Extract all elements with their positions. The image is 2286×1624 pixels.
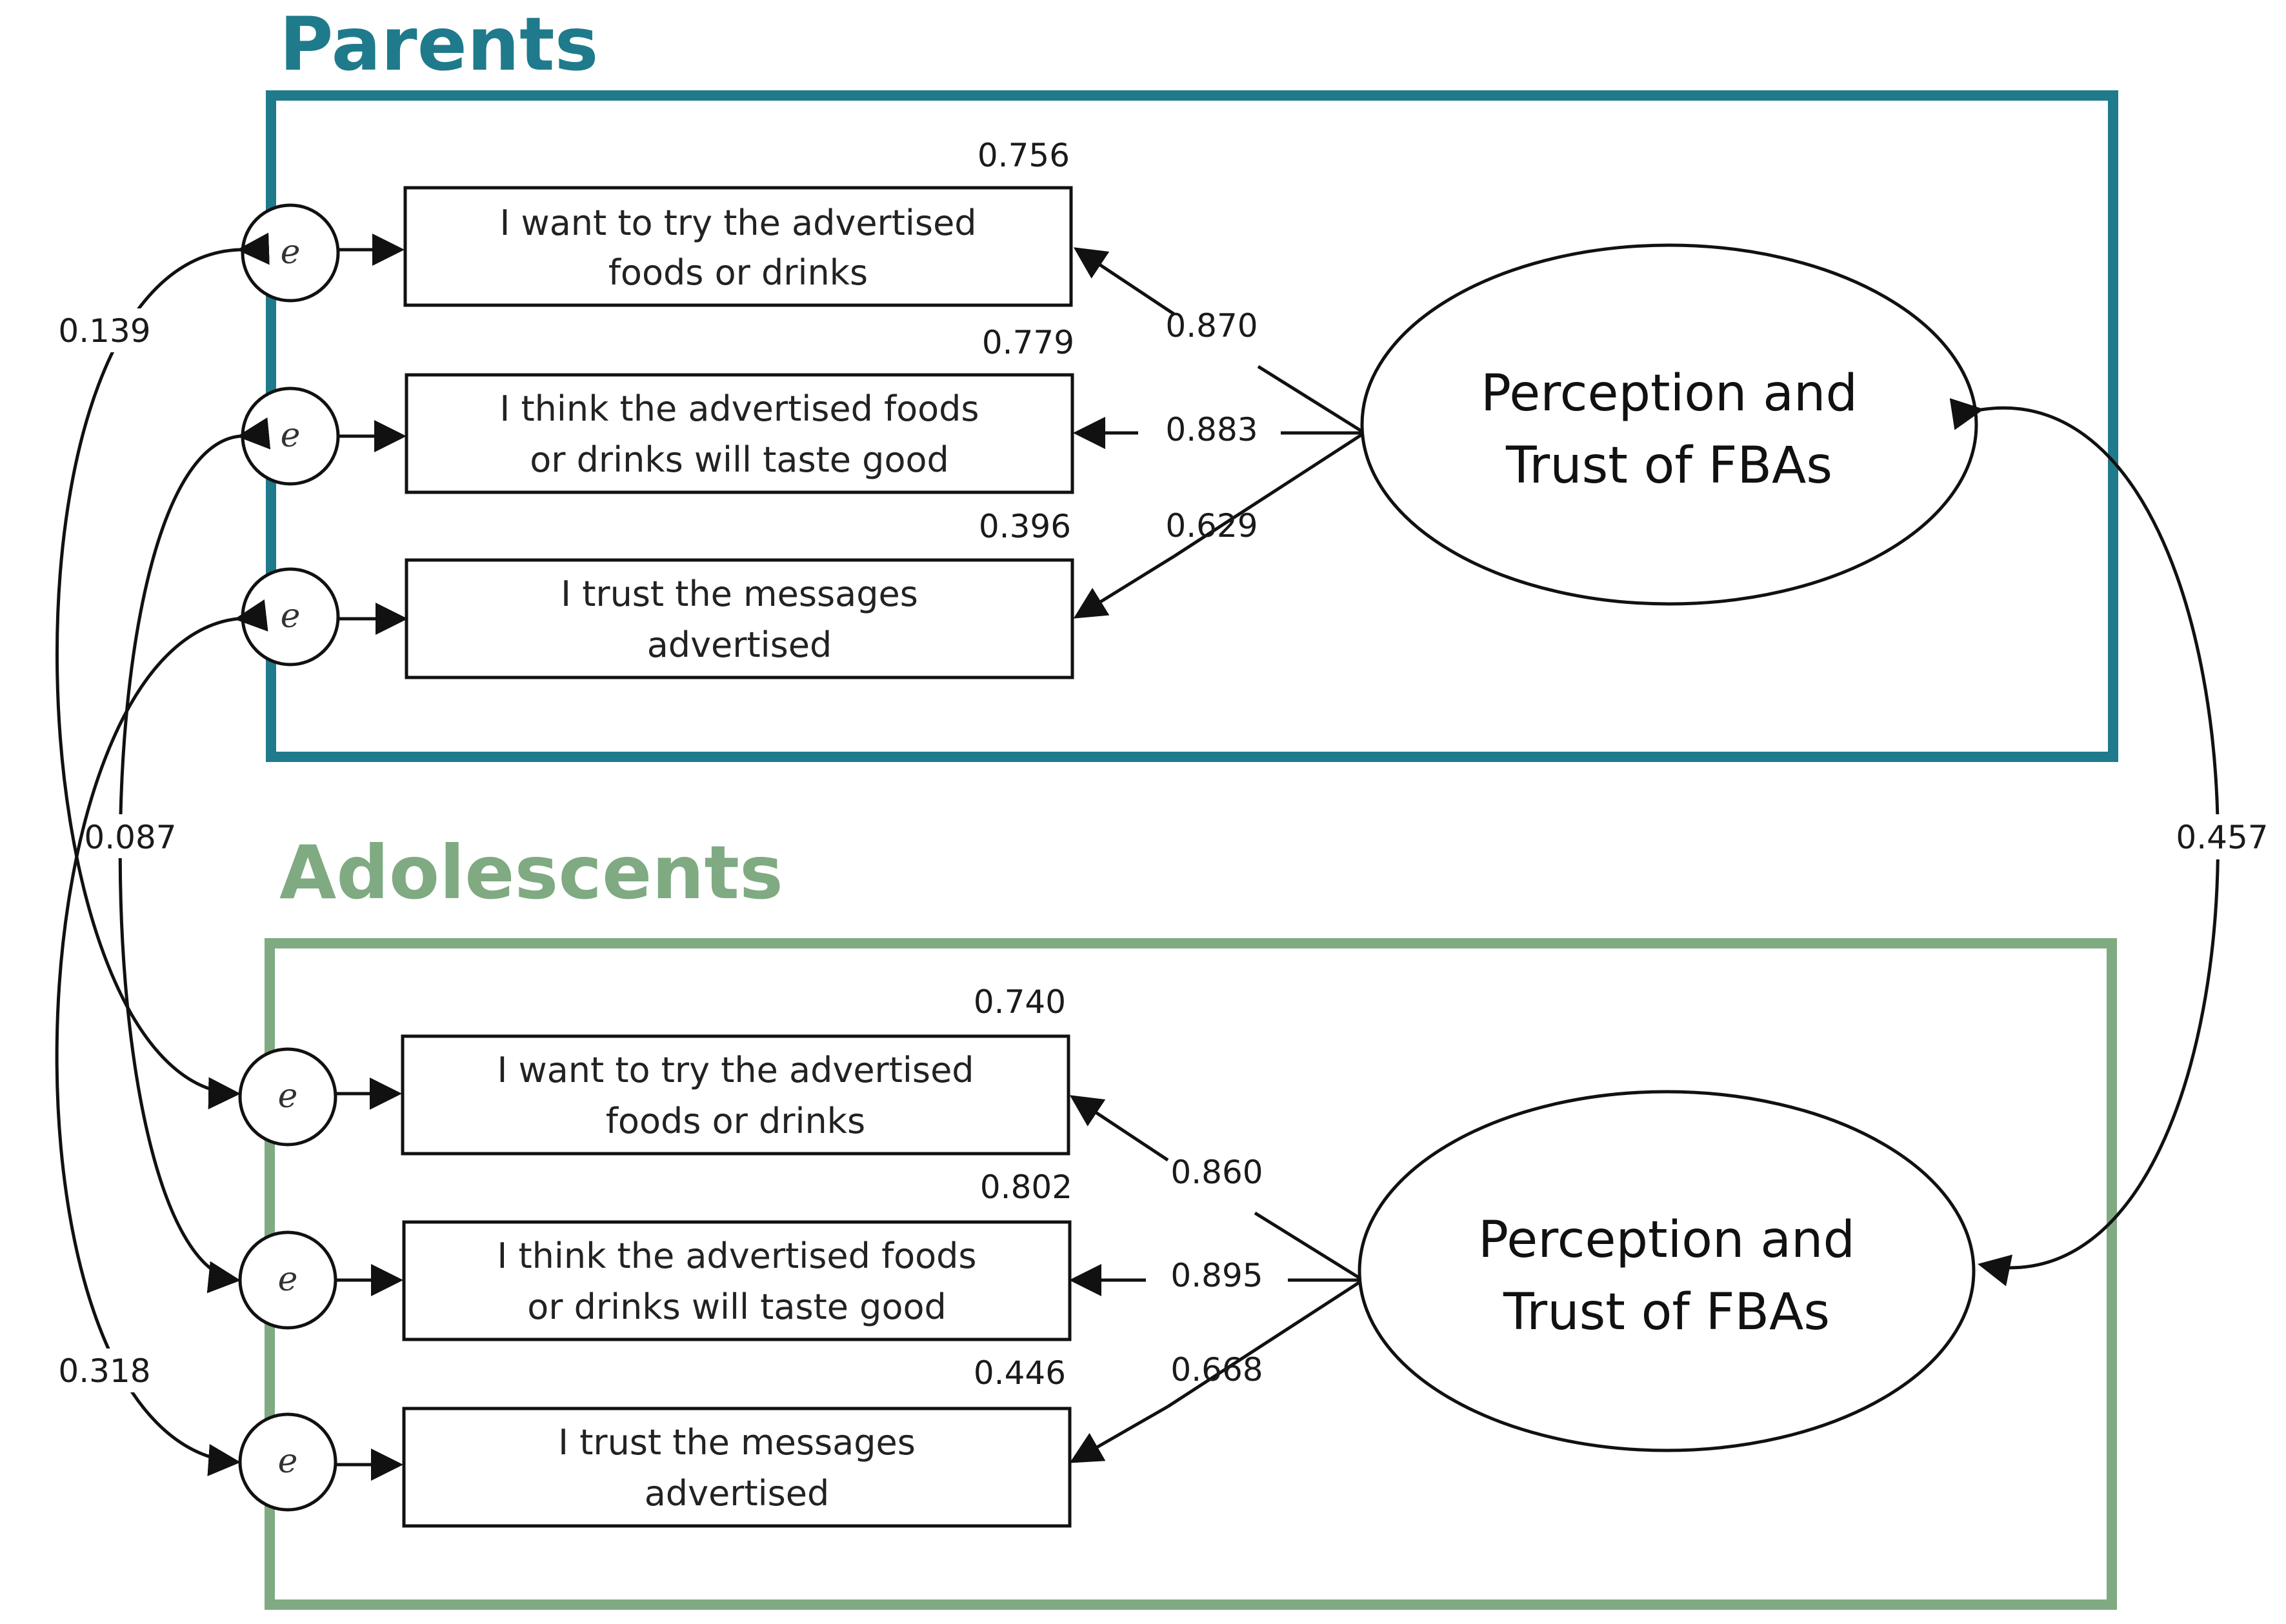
svg-text:e: e xyxy=(278,1077,298,1116)
adolescents-item-2: I think the advertised foods or drinks w… xyxy=(402,1220,1072,1341)
latent-covariance-label: 0.457 xyxy=(2176,819,2268,856)
svg-text:Perception and: Perception and xyxy=(1478,1211,1855,1269)
parents-latent: Perception and Trust of FBAs xyxy=(1360,243,1978,606)
error-covariance-label-3: 0.318 xyxy=(58,1352,150,1390)
parents-r2-1: 0.756 xyxy=(978,137,1070,174)
parents-item-1: I want to try the advertised foods or dr… xyxy=(403,186,1073,307)
adolescents-error-1: e xyxy=(238,1047,337,1147)
svg-text:advertised: advertised xyxy=(647,625,832,665)
svg-text:foods or drinks: foods or drinks xyxy=(606,1101,865,1141)
parents-item-2: I think the advertised foods or drinks w… xyxy=(405,373,1074,494)
parents-loading-1: 0.870 xyxy=(1165,307,1258,345)
parents-r2-2: 0.779 xyxy=(982,324,1074,361)
svg-text:e: e xyxy=(278,1260,298,1299)
svg-text:I trust the messages: I trust the messages xyxy=(561,574,918,614)
svg-text:advertised: advertised xyxy=(645,1473,830,1514)
adolescents-item-1: I want to try the advertised foods or dr… xyxy=(401,1034,1070,1156)
svg-text:I think the advertised foods: I think the advertised foods xyxy=(499,388,979,429)
error-covariance-arc-3 xyxy=(55,599,268,1476)
error-covariance-arc-1 xyxy=(55,232,270,1110)
svg-text:Trust of FBAs: Trust of FBAs xyxy=(1503,1283,1830,1341)
svg-text:I want to try the advertised: I want to try the advertised xyxy=(499,203,976,243)
svg-text:Trust of FBAs: Trust of FBAs xyxy=(1505,437,1832,495)
parents-loading-2: 0.883 xyxy=(1165,411,1258,448)
adolescents-error-3: e xyxy=(238,1412,337,1512)
svg-text:I want to try the advertised: I want to try the advertised xyxy=(497,1050,974,1090)
adolescents-item-3: I trust the messages advertised xyxy=(402,1407,1072,1528)
svg-text:e: e xyxy=(281,416,301,455)
svg-text:or drinks will taste good: or drinks will taste good xyxy=(530,439,949,480)
parents-title: Parents xyxy=(279,1,598,87)
parents-r2-3: 0.396 xyxy=(979,508,1071,545)
svg-text:I think the advertised foods: I think the advertised foods xyxy=(497,1236,976,1276)
svg-text:foods or drinks: foods or drinks xyxy=(608,252,868,293)
parents-error-3: e xyxy=(241,567,340,667)
parents-error-2: e xyxy=(241,386,340,486)
error-covariance-label-2: 0.087 xyxy=(84,819,176,856)
adolescents-loading-1: 0.860 xyxy=(1170,1154,1263,1191)
parents-item-3: I trust the messages advertised xyxy=(405,558,1074,679)
error-covariance-label-1: 0.139 xyxy=(58,312,150,350)
svg-text:e: e xyxy=(281,233,301,272)
svg-text:e: e xyxy=(281,597,301,636)
adolescents-latent: Perception and Trust of FBAs xyxy=(1358,1090,1976,1452)
adolescents-loading-3: 0.668 xyxy=(1170,1351,1263,1388)
parents-error-1: e xyxy=(241,203,340,303)
adolescents-title: Adolescents xyxy=(279,830,783,916)
adolescents-r2-3: 0.446 xyxy=(974,1354,1066,1392)
adolescents-r2-1: 0.740 xyxy=(974,983,1066,1021)
parents-loading-3: 0.629 xyxy=(1165,507,1258,545)
svg-text:e: e xyxy=(278,1442,298,1481)
svg-text:I trust the messages: I trust the messages xyxy=(558,1422,916,1463)
adolescents-loading-2: 0.895 xyxy=(1170,1257,1263,1294)
adolescents-r2-2: 0.802 xyxy=(980,1168,1072,1206)
svg-text:or drinks will taste good: or drinks will taste good xyxy=(527,1287,947,1327)
svg-text:Perception and: Perception and xyxy=(1481,365,1858,423)
adolescents-error-2: e xyxy=(238,1230,337,1330)
